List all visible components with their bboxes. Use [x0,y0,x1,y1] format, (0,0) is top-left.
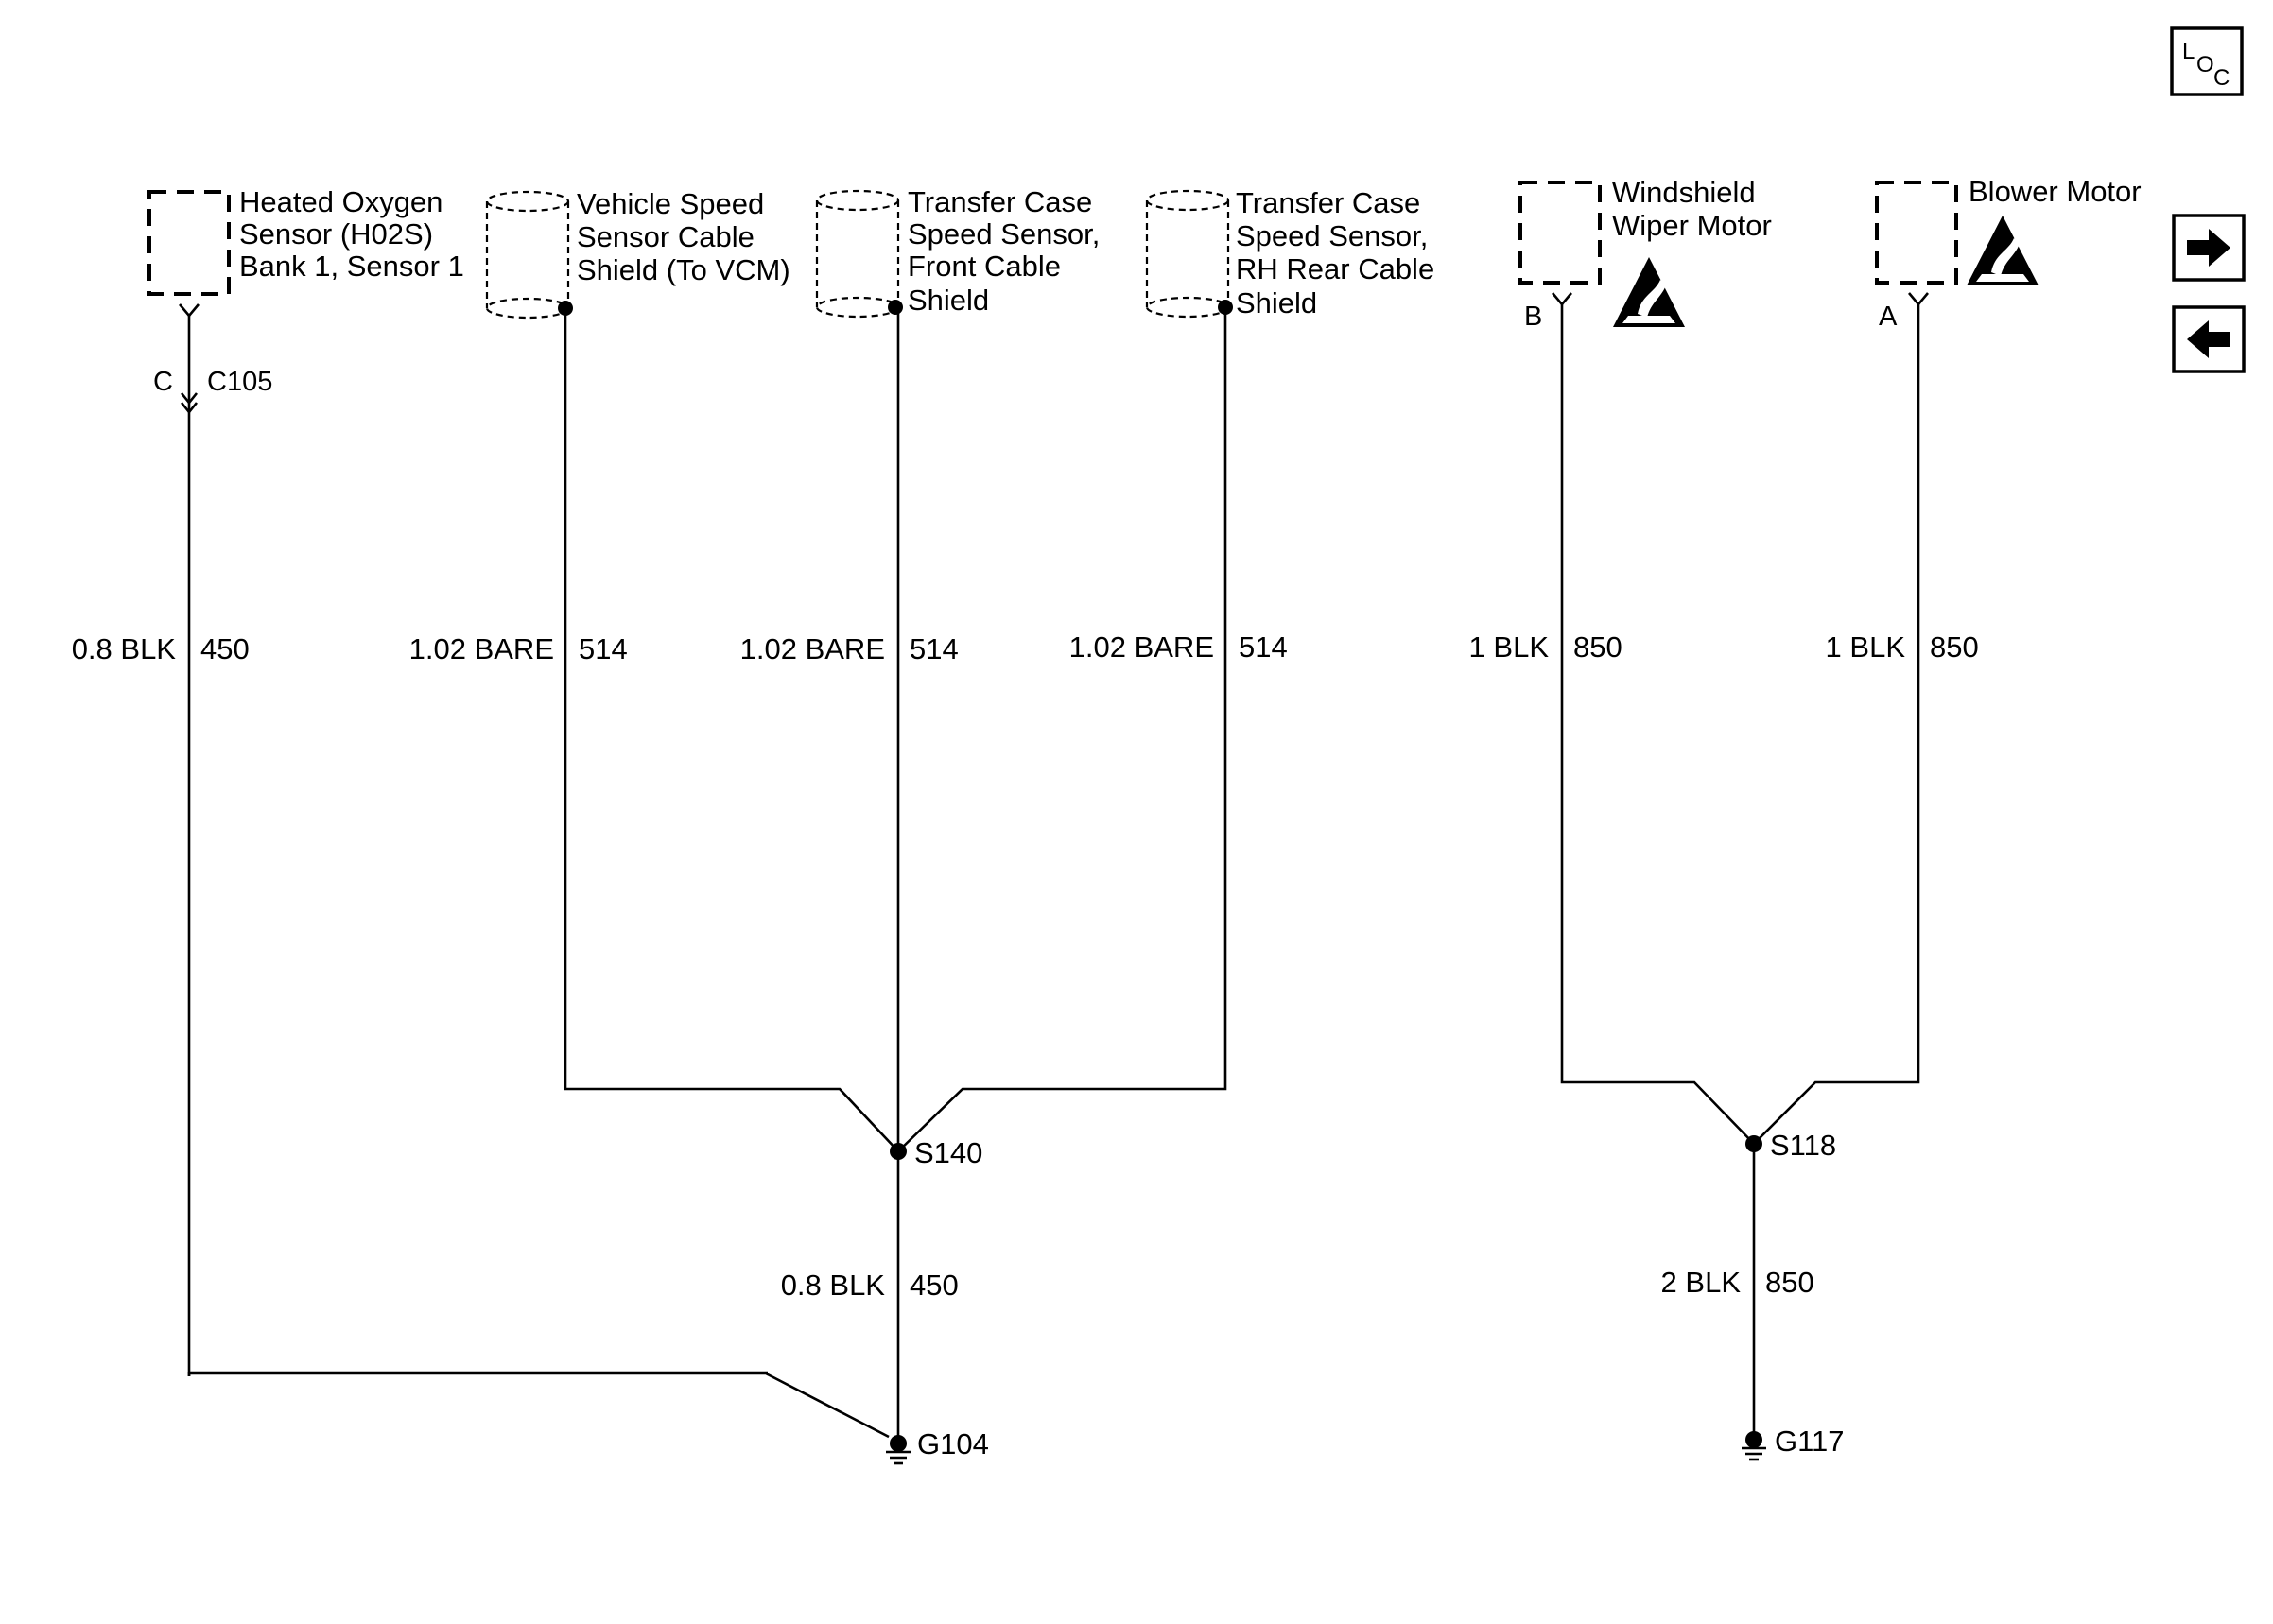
wiper-motor-label: Windshield Wiper Motor [1612,176,1772,242]
s118-splice-dot [1745,1135,1762,1152]
prev-page-button[interactable] [2172,305,2246,373]
s118-out-wire-circuit: 850 [1765,1266,1814,1299]
s140-splice-dot [890,1143,907,1160]
loc-label-o: O [2196,52,2214,78]
arrow-right-icon [2187,229,2230,267]
tc-rear-wire-circuit: 514 [1239,631,1288,664]
ho2s-ground-wire [187,1372,890,1439]
s118-wiring: S118 [1560,304,1920,1437]
blower-wire-circuit: 850 [1930,631,1979,664]
s140-wiring: S140 [564,307,1227,1446]
next-page-button[interactable] [2172,214,2246,282]
blower-wire-gauge: 1 BLK [1826,631,1906,664]
c105-connector-label: C105 [207,367,272,397]
ho2s-label: Heated Oxygen Sensor (H02S) Bank 1, Sens… [239,185,464,283]
vss-wire-circuit: 514 [579,632,628,665]
tc-front-wire-gauge: 1.02 BARE [740,632,885,665]
s140-out-wire-gauge: 0.8 BLK [781,1269,886,1302]
ho2s-wire-gauge: 0.8 BLK [72,632,177,665]
loc-button[interactable]: L O C [2170,26,2244,96]
c105-pin-label: C [153,367,173,397]
tc-rear-shield-label: Transfer Case Speed Sensor, RH Rear Cabl… [1236,186,1443,320]
vss-wire-gauge: 1.02 BARE [409,632,554,665]
vss-shield-label: Vehicle Speed Sensor Cable Shield (To VC… [577,187,790,286]
s118-out-wire-gauge: 2 BLK [1661,1266,1742,1299]
vss-shield-component: Vehicle Speed Sensor Cable Shield (To VC… [485,187,790,320]
wiper-motor-component: Windshield Wiper Motor B [1518,176,1772,332]
ho2s-wire-circuit: 450 [200,632,250,665]
blower-motor-label: Blower Motor [1969,175,2142,208]
tc-rear-shield-component: Transfer Case Speed Sensor, RH Rear Cabl… [1145,186,1443,320]
g104-ground: G104 [886,1427,989,1465]
wiper-wire-circuit: 850 [1573,631,1622,664]
loc-label-c: C [2213,65,2230,91]
esd-warning-icon [1967,216,2039,285]
esd-warning-icon [1613,257,1685,327]
blower-motor-component: Blower Motor A [1875,175,2142,332]
wiper-pin-label: B [1524,302,1542,332]
wiper-wire-gauge: 1 BLK [1469,631,1550,664]
tc-rear-wire-gauge: 1.02 BARE [1069,631,1214,664]
s118-splice-label: S118 [1770,1129,1836,1162]
ho2s-component: Heated Oxygen Sensor (H02S) Bank 1, Sens… [147,185,464,1376]
tc-front-shield-component: Transfer Case Speed Sensor, Front Cable … [815,185,1108,319]
s140-out-wire-circuit: 450 [910,1269,959,1302]
g117-ground: G117 [1742,1425,1845,1461]
wire-labels: 0.8 BLK 450 1.02 BARE 514 1.02 BARE 514 … [72,631,1979,1302]
tc-front-shield-label: Transfer Case Speed Sensor, Front Cable … [908,185,1108,317]
arrow-left-icon [2187,320,2230,358]
tc-front-wire-circuit: 514 [910,632,959,665]
loc-label-l: L [2182,39,2195,64]
blower-pin-label: A [1879,302,1898,332]
g104-label: G104 [917,1427,989,1460]
s140-splice-label: S140 [914,1136,982,1169]
g117-label: G117 [1775,1425,1845,1458]
